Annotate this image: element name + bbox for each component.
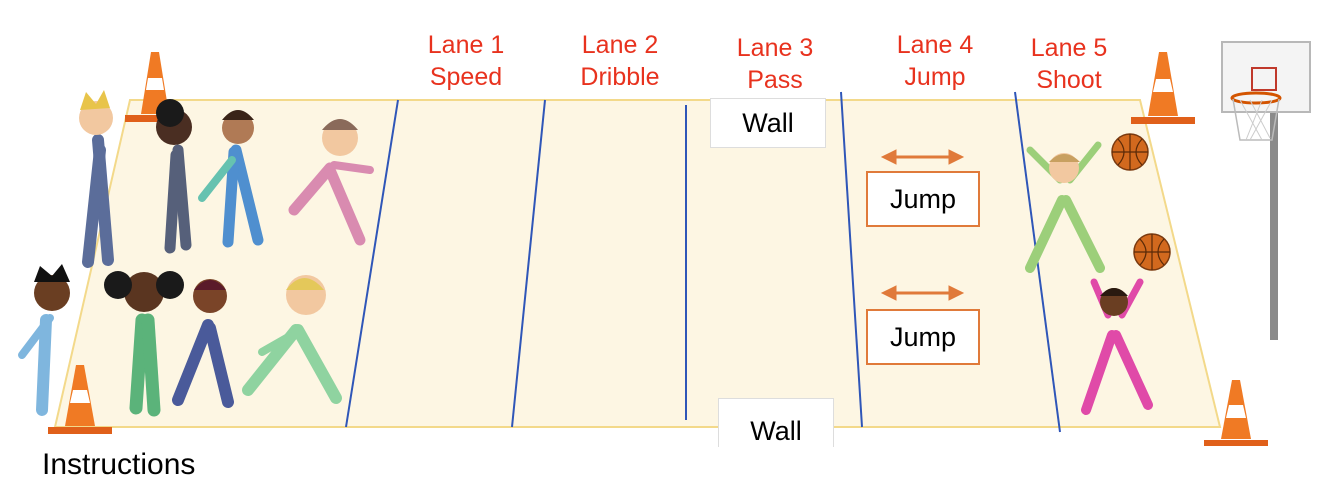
wall-top: Wall [710, 98, 826, 148]
basketball-icon [1133, 233, 1171, 271]
lane-label-1: Lane 1 Speed [401, 29, 531, 93]
kid-figure-icon [104, 271, 184, 417]
kid-figure-icon [18, 264, 70, 416]
kid-figure-icon [79, 90, 114, 268]
lane-number: Lane 4 [896, 31, 974, 59]
lane-activity: Shoot [1036, 66, 1102, 94]
lane-number: Lane 2 [581, 31, 659, 59]
lane-divider-1 [345, 99, 399, 428]
lane-number: Lane 3 [736, 34, 814, 62]
lane-number: Lane 1 [427, 31, 505, 59]
lane-label-3: Lane 3 Pass [710, 32, 840, 96]
cone-icon [48, 365, 112, 434]
lane-activity: Pass [747, 66, 803, 94]
lane-divider-4 [840, 91, 863, 428]
cone-icon [1204, 380, 1268, 446]
lane-number: Lane 5 [1030, 34, 1108, 62]
instructions-heading: Instructions [42, 448, 196, 481]
jump-station-top: Jump [866, 171, 980, 227]
lane-divider-2 [511, 99, 546, 428]
jump-station-bottom: Jump [866, 309, 980, 365]
kid-figure-icon [156, 99, 192, 254]
kid-figure-icon [198, 110, 264, 248]
kid-figure-icon [1081, 278, 1153, 415]
basketball-icon [1111, 133, 1149, 171]
lane-activity: Speed [429, 63, 503, 91]
cone-icon [125, 52, 185, 122]
jump-arrow-bottom [880, 285, 965, 301]
lane-label-5: Lane 5 Shoot [1004, 32, 1134, 96]
lane-activity: Jump [904, 63, 966, 91]
lane-activity: Dribble [580, 63, 660, 91]
lane-label-2: Lane 2 Dribble [555, 29, 685, 93]
kid-figure-icon [288, 119, 374, 246]
jump-arrow-top [880, 149, 965, 165]
lane-label-4: Lane 4 Jump [870, 29, 1000, 93]
wall-bottom: Wall [718, 398, 834, 447]
basketball-hoop-icon [1221, 41, 1311, 340]
kid-figure-icon [1025, 141, 1105, 273]
cone-icon [1131, 52, 1195, 124]
kid-figure-icon [242, 275, 342, 404]
kid-figure-icon [172, 279, 234, 408]
